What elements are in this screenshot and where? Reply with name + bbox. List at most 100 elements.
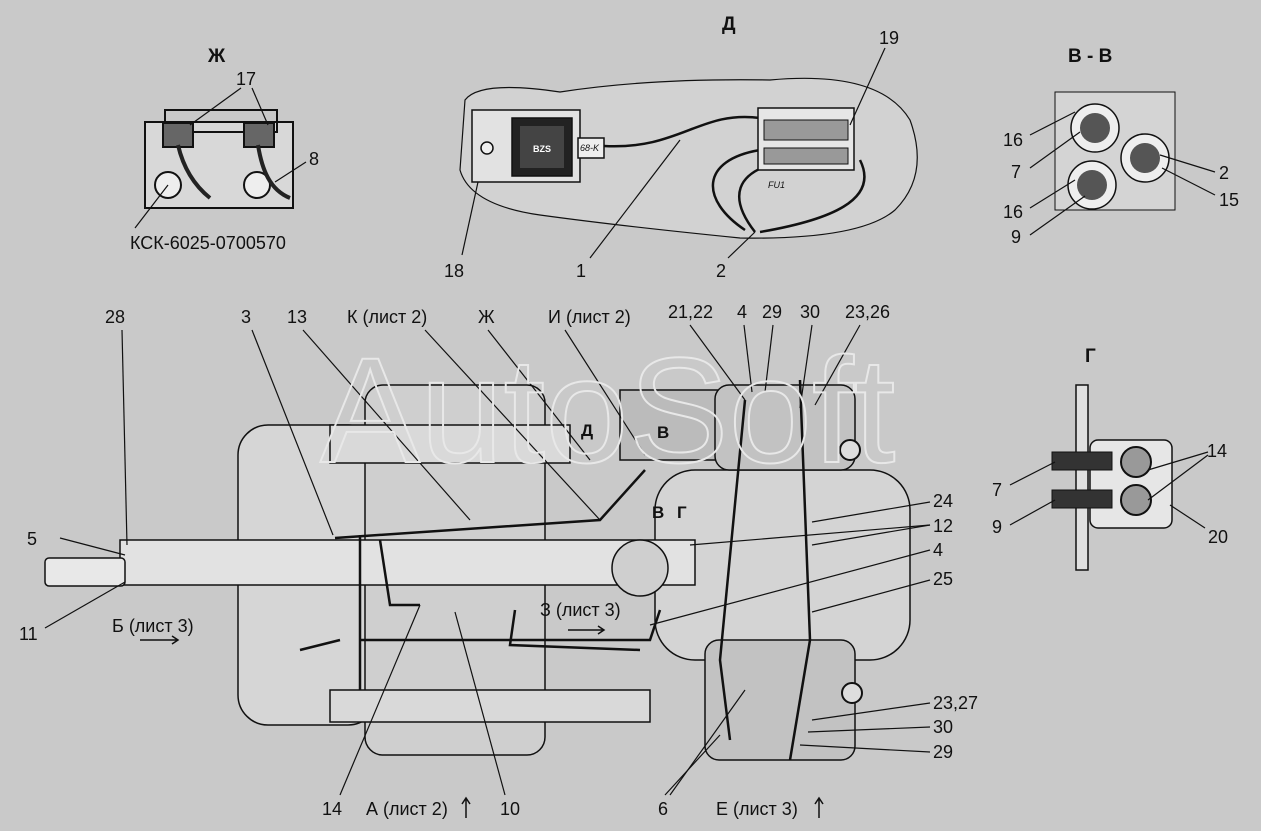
watermark: AutoSoft xyxy=(320,326,895,494)
leader-25 xyxy=(811,579,931,613)
marker-g: Г xyxy=(677,503,687,522)
leader-14a xyxy=(1147,451,1209,471)
swivel xyxy=(611,539,669,597)
terminal-right xyxy=(243,171,271,199)
part-code: КСК-6025-0700570 xyxy=(130,233,286,253)
callout-k: К (лист 2) xyxy=(347,307,427,327)
leader-20 xyxy=(1169,504,1206,529)
stud-bottom xyxy=(1120,484,1152,516)
callout-18: 18 xyxy=(444,261,464,281)
callout-14g: 14 xyxy=(1207,441,1227,461)
leader-6a xyxy=(664,734,721,796)
connector-68k xyxy=(577,137,605,159)
callout-19: 19 xyxy=(879,28,899,48)
cable-right-core xyxy=(1130,143,1160,173)
callout-5: 5 xyxy=(27,529,37,549)
callout-zh: Ж xyxy=(478,307,495,327)
leader-29a xyxy=(764,324,774,393)
view-vv-title: В - В xyxy=(1068,46,1112,67)
callout-2c: 2 xyxy=(1219,163,1229,183)
leader-16a xyxy=(1029,111,1076,136)
leader-2 xyxy=(727,231,756,259)
callout-7g: 7 xyxy=(992,480,1002,500)
leader-6b xyxy=(669,689,746,796)
leader-12a xyxy=(689,524,931,546)
leader-19 xyxy=(849,47,886,126)
callout-7: 7 xyxy=(1011,162,1021,182)
view-d-title: Д xyxy=(722,14,736,35)
callout-9: 9 xyxy=(1011,227,1021,247)
cable-7 xyxy=(1051,451,1113,471)
leader-29b xyxy=(799,744,931,753)
callout-4: 4 xyxy=(737,302,747,322)
leader-7g xyxy=(1009,461,1056,486)
callout-3: 3 xyxy=(241,307,251,327)
frame-bottom xyxy=(329,689,651,723)
marker-v2: В xyxy=(652,503,664,522)
callout-e: Е (лист 3) xyxy=(716,799,798,819)
callout-16a: 16 xyxy=(1003,130,1023,150)
cable-top-left-core xyxy=(1080,113,1110,143)
leader-9g xyxy=(1009,499,1056,526)
main-view: 28 3 13 К (лист 2) Ж И (лист 2) 21,22 4 … xyxy=(19,302,978,819)
cable-bottom-left-core xyxy=(1077,170,1107,200)
view-zh-title: Ж xyxy=(207,46,226,67)
bzs-face xyxy=(520,126,564,168)
leader-4b xyxy=(649,549,931,626)
leader-1 xyxy=(589,139,681,259)
leader-i xyxy=(564,329,646,456)
leader-16b xyxy=(1029,179,1076,209)
relay-top xyxy=(164,109,278,133)
leader-3 xyxy=(251,329,334,536)
leader-7 xyxy=(1029,131,1081,169)
filler-cap-bottom xyxy=(841,682,863,704)
leader-10 xyxy=(454,611,506,796)
callout-12: 12 xyxy=(933,516,953,536)
callout-30: 30 xyxy=(800,302,820,322)
bzs-label: BZS xyxy=(533,144,551,154)
leader-15 xyxy=(1161,167,1216,196)
leader-4a xyxy=(743,324,753,393)
callout-10: 10 xyxy=(500,799,520,819)
fuse-label: FU1 xyxy=(768,180,785,190)
callout-29: 29 xyxy=(762,302,782,322)
leader-17a xyxy=(189,87,242,126)
fuse-row-bottom xyxy=(763,147,849,165)
leader-14 xyxy=(339,604,421,796)
callout-i: И (лист 2) xyxy=(548,307,631,327)
leader-17b xyxy=(251,87,269,126)
callout-25: 25 xyxy=(933,569,953,589)
arrow-z xyxy=(568,625,606,635)
tank-bottom xyxy=(704,639,856,761)
callout-9g: 9 xyxy=(992,517,1002,537)
cable-9 xyxy=(1051,489,1113,509)
leader-2327 xyxy=(811,702,931,721)
tank-top xyxy=(714,384,856,471)
connector-label: 68-K xyxy=(580,143,600,153)
callout-1: 1 xyxy=(576,261,586,281)
arrow-b xyxy=(140,635,180,645)
leader-2122 xyxy=(689,324,746,401)
view-d-wires xyxy=(603,115,866,234)
callout-14b: 14 xyxy=(322,799,342,819)
callout-2327: 23,27 xyxy=(933,693,978,713)
marker-z: З (лист 3) xyxy=(540,600,621,620)
view-g-title: Г xyxy=(1085,346,1096,367)
callout-8: 8 xyxy=(309,149,319,169)
arrow-a xyxy=(461,796,471,818)
leader-30a xyxy=(799,324,813,409)
callout-24: 24 xyxy=(933,491,953,511)
callout-11: 11 xyxy=(19,624,38,644)
callout-13: 13 xyxy=(287,307,307,327)
callout-16b: 16 xyxy=(1003,202,1023,222)
relay-connector-left xyxy=(162,122,194,148)
view-vv: В - В 16 7 16 9 2 15 xyxy=(1003,46,1239,247)
bracket-bar xyxy=(1075,384,1089,571)
leader-11 xyxy=(44,581,126,629)
callout-4b: 4 xyxy=(933,540,943,560)
relay-wires xyxy=(176,144,291,200)
view-g: Г 14 7 9 20 xyxy=(992,346,1228,571)
step-top xyxy=(619,389,721,461)
leader-9 xyxy=(1029,195,1086,236)
marker-d: Д xyxy=(581,421,593,440)
